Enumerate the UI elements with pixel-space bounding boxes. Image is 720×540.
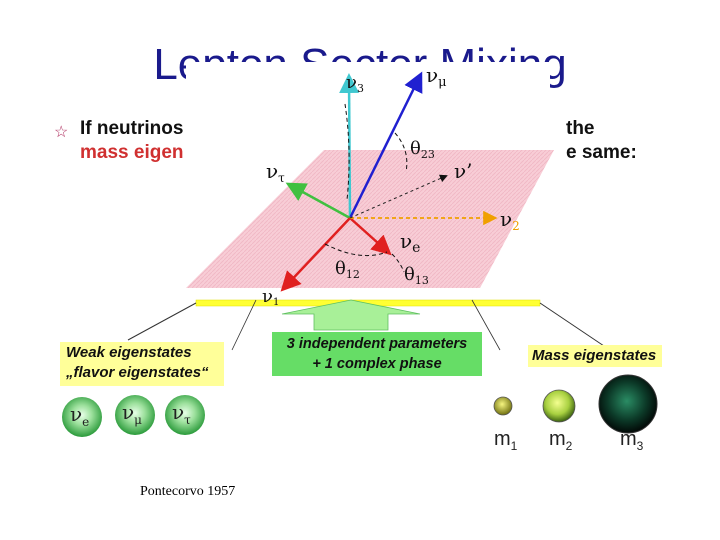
bullet-line1-right: the [566, 118, 595, 139]
weak-box-line2: „flavor eigenstates“ [66, 364, 209, 381]
theta13-arc [391, 253, 405, 273]
svg-text:ντ: ντ [266, 159, 285, 185]
bullet-star-icon: ☆ [54, 124, 69, 141]
svg-text:θ12: θ12 [335, 258, 360, 281]
nu3-axis [339, 73, 360, 219]
weak-eigenstates-box: Weak eigenstates „flavor eigenstates“ [60, 342, 224, 386]
theta12-sub: 12 [346, 268, 360, 281]
theta13-label: θ [404, 264, 415, 285]
params-line2: + 1 complex phase [312, 356, 442, 372]
parameters-box: 3 independent parameters + 1 complex pha… [272, 332, 482, 376]
flavor-ball-tau [165, 395, 205, 435]
nue-axis [349, 217, 392, 256]
bullet-line2-left: mass eigen [80, 142, 184, 163]
mass-label-2: m2 [549, 428, 573, 453]
mass-label-3: m3 [620, 428, 644, 453]
up-arrow [281, 299, 421, 331]
flavor-ball-e-label: νe [70, 402, 90, 429]
nutau-sub: τ [278, 171, 285, 185]
svg-text:ν2: ν2 [500, 207, 520, 233]
mass-ball-3 [598, 374, 658, 434]
mass-eigenstates-box: Mass eigenstates [528, 345, 662, 367]
mass-ball-1 [493, 396, 513, 416]
credit-text: Pontecorvo 1957 [140, 484, 236, 499]
nu2-label: ν [500, 207, 512, 231]
nu3-sub: 3 [357, 82, 364, 95]
svg-text:θ23: θ23 [410, 138, 435, 161]
numu-sub: μ [438, 75, 446, 90]
mass-ball-2 [542, 389, 576, 423]
theta23-arc [394, 132, 408, 173]
flavor-ball-e [62, 397, 102, 437]
funnel-line-left [127, 302, 197, 341]
funnel-line-right [539, 302, 605, 347]
theta12-label: θ [335, 258, 346, 279]
flavor-ball-tau-label: ντ [172, 400, 191, 427]
nu3-label: ν [346, 72, 357, 93]
nu2-sub: 2 [512, 219, 520, 233]
funnel-line-mid-right [471, 299, 501, 351]
svg-text:ν3: ν3 [346, 72, 364, 95]
nu1-axis [280, 217, 351, 292]
numu-label: ν [426, 63, 438, 87]
flavor-ball-mu-label: νμ [122, 400, 142, 427]
weak-box-line1: Weak eigenstates [66, 344, 192, 361]
params-line1: 3 independent parameters [286, 336, 468, 352]
bullet-line1-left: If neutrinos a [80, 118, 200, 139]
theta23-label: θ [410, 138, 421, 159]
bullet-line2-right: e same: [566, 142, 637, 163]
numu-axis [348, 71, 423, 219]
mass-label-1: m1 [494, 428, 518, 453]
theta12-arc [324, 243, 388, 257]
nue-sub: e [412, 240, 420, 256]
flavor-plane [186, 150, 554, 288]
theta13-sub: 13 [415, 274, 429, 287]
svg-text:ν1: ν1 [262, 286, 279, 308]
svg-text:νe: νe [400, 229, 420, 256]
nutau-label: ν [266, 159, 278, 183]
theta-vertical-arc [344, 103, 350, 201]
svg-text:νμ: νμ [426, 63, 447, 90]
theta23-sub: 23 [421, 148, 435, 161]
flavor-ball-mu [115, 395, 155, 435]
nutau-axis [285, 182, 351, 220]
nu1-label: ν [262, 286, 273, 307]
svg-text:θ13: θ13 [404, 264, 429, 287]
nue-label: ν [400, 229, 412, 253]
nuprime-label: ν’ [454, 159, 473, 183]
nu1-sub: 1 [273, 297, 279, 308]
funnel-line-mid-left [231, 299, 257, 351]
